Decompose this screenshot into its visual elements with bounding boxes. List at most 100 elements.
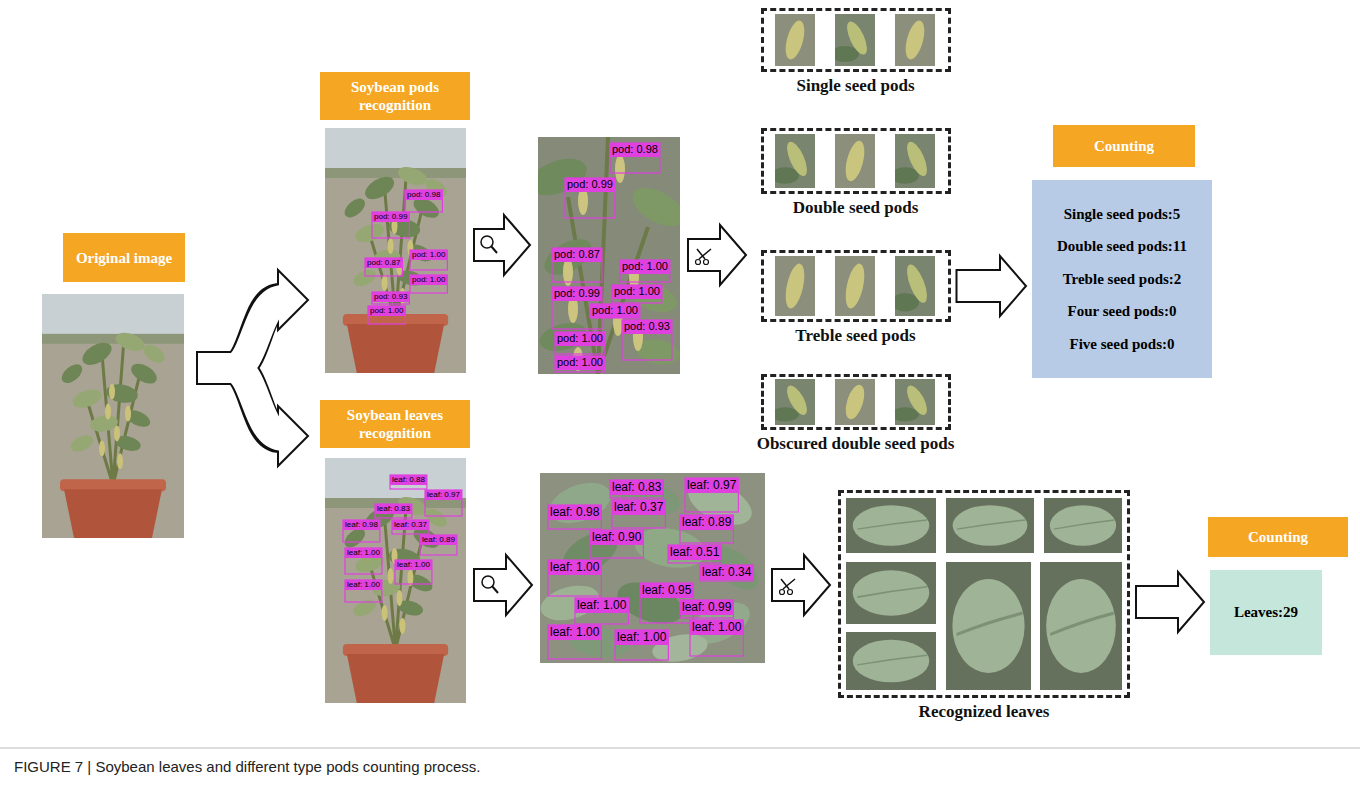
pod-crop	[891, 379, 935, 425]
detection-box	[685, 478, 738, 512]
detection-score: leaf: 0.98	[343, 520, 380, 530]
detection-score: leaf: 0.83	[610, 480, 663, 495]
leaves-detection-photo	[325, 458, 466, 703]
step-label-box: Original image	[63, 233, 185, 282]
detection-box	[345, 580, 382, 602]
detection-score: leaf: 0.99	[680, 600, 733, 615]
detection-score: pod: 0.98	[405, 190, 442, 200]
crop-group-box: Double seed pods	[748, 128, 963, 218]
original-photo	[42, 294, 184, 538]
scissors-icon	[788, 590, 793, 595]
leaf-crop	[946, 562, 1031, 690]
group-label: Treble seed pods	[748, 326, 963, 346]
detection-box	[668, 545, 721, 563]
fork-arrow-fill	[198, 368, 283, 436]
crop-group-box: Single seed pods	[748, 8, 963, 96]
detection-score: leaf: 0.34	[700, 565, 753, 580]
leaf-crop	[946, 498, 1034, 553]
detection-box	[548, 505, 601, 529]
dashed-frame	[761, 374, 951, 430]
detection-box	[372, 292, 409, 304]
detection-score: leaf: 0.97	[425, 490, 462, 500]
detection-box	[620, 260, 670, 282]
pods-zoom-photo	[524, 137, 689, 374]
dashed-frame	[761, 8, 951, 72]
step-label-box: Soybean leaves recognition	[320, 400, 470, 448]
detection-box	[343, 520, 380, 542]
detection-box	[372, 212, 409, 238]
detection-score: leaf: 0.97	[685, 478, 738, 493]
pod-crop	[771, 134, 815, 188]
scissors-icon	[781, 579, 795, 589]
detection-score: leaf: 0.98	[548, 505, 601, 520]
detection-score: leaf: 0.95	[640, 583, 693, 598]
group-label: Recognized leaves	[838, 702, 1130, 722]
detection-box	[622, 320, 672, 360]
scissors-icon	[704, 260, 709, 265]
count-line: Five seed pods:0	[1070, 336, 1175, 353]
dashed-frame	[761, 128, 951, 194]
detection-score: pod: 1.00	[555, 356, 605, 370]
detection-score: leaf: 0.89	[420, 535, 457, 545]
detection-score: pod: 0.99	[372, 212, 409, 222]
detection-score: pod: 0.87	[365, 258, 402, 268]
zoom-arrow	[474, 215, 530, 275]
detection-box	[410, 250, 447, 270]
detection-score: pod: 1.00	[410, 275, 447, 285]
detection-box	[392, 520, 429, 534]
detection-box	[690, 620, 743, 656]
step-label-box: Counting	[1208, 517, 1348, 557]
count-line: Double seed pods:11	[1057, 238, 1187, 255]
detection-box	[390, 475, 427, 489]
count-line: Four seed pods:0	[1068, 303, 1177, 320]
step-label: Soybean leaves recognition	[328, 406, 462, 442]
step-label: Counting	[1094, 137, 1154, 155]
leaf-crop	[1040, 562, 1122, 690]
detection-score: leaf: 0.83	[375, 504, 412, 514]
pods-detection-photo	[325, 128, 466, 373]
figure-caption: FIGURE 7 | Soybean leaves and different …	[14, 758, 480, 775]
caption-rule	[0, 748, 1360, 749]
detection-box	[612, 500, 665, 528]
detection-box	[420, 535, 457, 555]
detection-score: leaf: 0.37	[392, 520, 429, 530]
detection-box	[700, 565, 753, 581]
detection-score: pod: 1.00	[590, 304, 640, 318]
pod-crop	[835, 256, 875, 316]
detection-score: pod: 1.00	[410, 250, 447, 260]
detection-score: leaf: 1.00	[548, 625, 601, 640]
scissors-icon	[780, 590, 785, 595]
step-label-box: Soybean pods recognition	[320, 72, 470, 120]
detection-score: pod: 1.00	[620, 260, 670, 274]
detection-score: leaf: 0.37	[612, 500, 665, 515]
scissors-icon	[697, 249, 711, 259]
pod-crop	[891, 256, 935, 316]
detection-box	[612, 285, 662, 303]
crop-group-box: Obscured double seed pods	[748, 374, 963, 454]
detection-box	[555, 332, 605, 354]
detection-box	[365, 258, 402, 276]
detection-score: leaf: 0.90	[590, 530, 643, 545]
detection-score: pod: 1.00	[368, 306, 405, 316]
detection-box	[610, 480, 663, 498]
pod-crop	[831, 14, 875, 66]
detection-score: pod: 0.87	[552, 248, 602, 262]
detection-score: pod: 0.99	[565, 178, 615, 192]
detection-box	[552, 248, 602, 282]
count-line: Leaves:29	[1234, 604, 1298, 621]
group-label: Obscured double seed pods	[748, 434, 963, 454]
count-result-box: Single seed pods:5Double seed pods:11Tre…	[1032, 180, 1212, 378]
flow-arrow	[1136, 572, 1204, 632]
detection-score: leaf: 1.00	[548, 560, 601, 575]
detection-score: pod: 1.00	[612, 285, 662, 299]
detection-box	[345, 548, 382, 574]
count-line: Single seed pods:5	[1064, 206, 1181, 223]
leaf-crop	[1044, 498, 1122, 553]
count-result-box: Leaves:29	[1210, 570, 1322, 655]
detection-score: pod: 0.98	[610, 143, 660, 157]
dashed-frame	[838, 490, 1130, 698]
detection-box	[615, 630, 668, 660]
